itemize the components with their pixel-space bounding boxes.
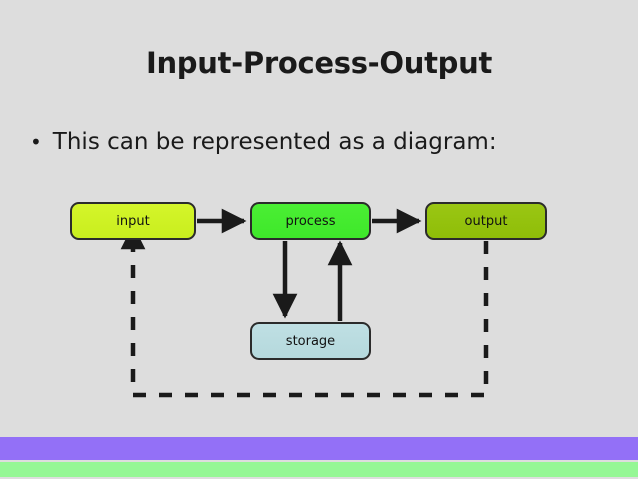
footer-bar-green xyxy=(0,462,638,477)
flowchart-node-process[interactable]: process xyxy=(250,202,371,240)
footer-bar-purple xyxy=(0,437,638,460)
flowchart-node-storage[interactable]: storage xyxy=(250,322,371,360)
flowchart-node-storage-label: storage xyxy=(285,333,336,349)
flowchart-node-output[interactable]: output xyxy=(425,202,547,240)
edge-output-input-feedback xyxy=(120,224,489,398)
flowchart-node-process-label: process xyxy=(285,213,336,229)
flowchart-node-output-label: output xyxy=(464,213,508,229)
flowchart-connectors xyxy=(120,208,489,398)
bullet-text: This can be represented as a diagram: xyxy=(52,129,497,155)
flowchart-node-input-label: input xyxy=(116,213,150,229)
ipo-flowchart: input process output storage xyxy=(0,180,638,420)
page-title: Input-Process-Output xyxy=(145,46,493,80)
bullet-marker: • xyxy=(30,130,42,154)
bullet-item: • This can be represented as a diagram: xyxy=(30,129,610,155)
flowchart-node-input[interactable]: input xyxy=(70,202,196,240)
